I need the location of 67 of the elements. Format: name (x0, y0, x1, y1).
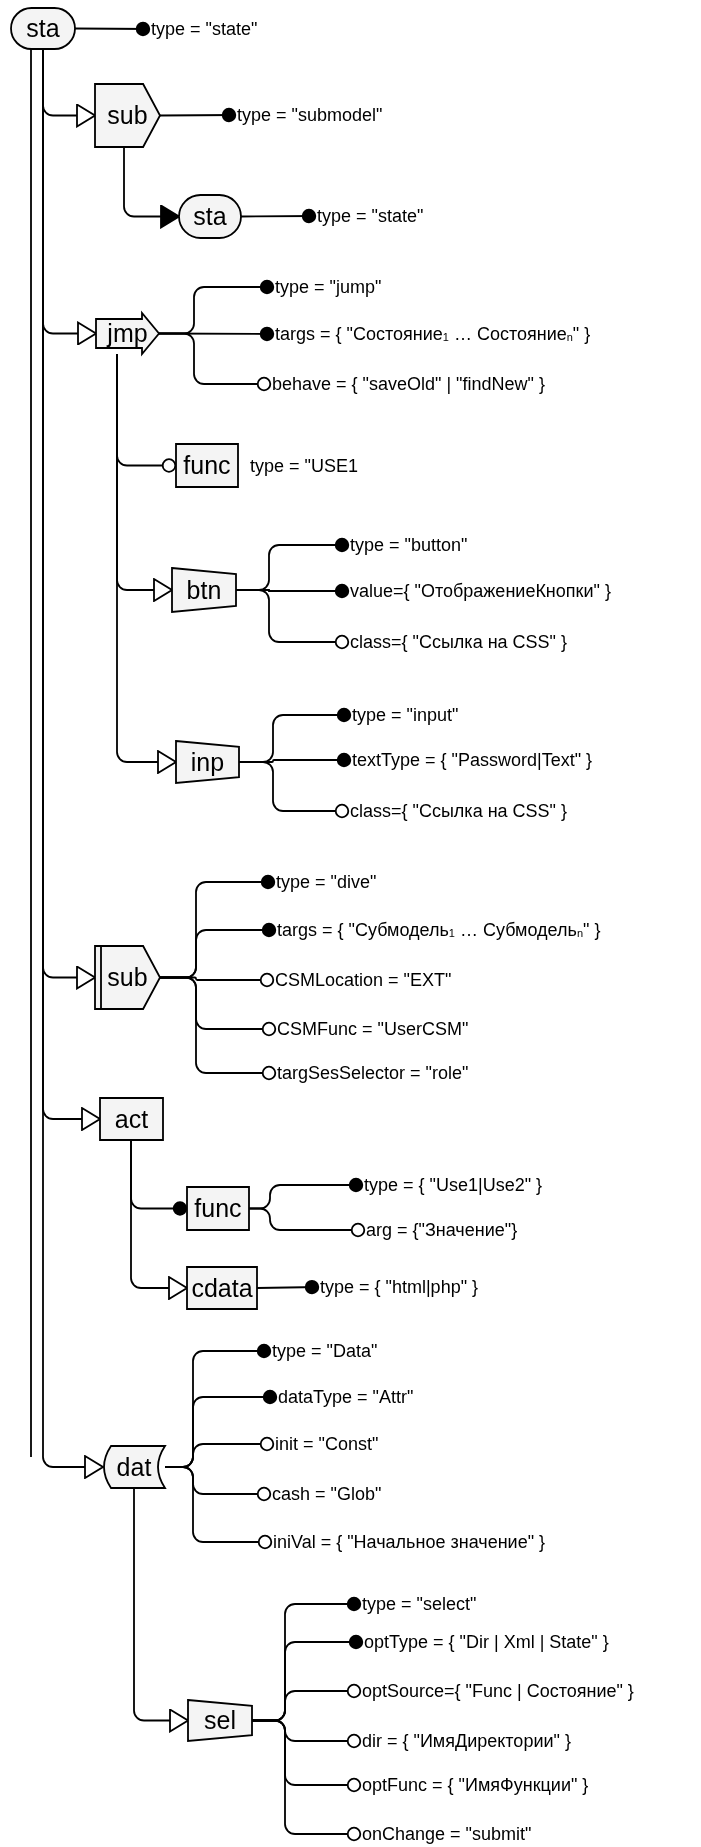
node-label: func (182, 450, 232, 481)
trapezoid-node (188, 1700, 252, 1741)
node-label: func (193, 1193, 243, 1224)
curved-side-node (103, 1446, 165, 1488)
attribute-text: textType = { "Password|Text" } (352, 749, 593, 771)
node-label: inp (189, 746, 226, 778)
node-label: sta (192, 201, 228, 232)
attribute-text: optSource={ "Func | Состояние" } (362, 1680, 634, 1702)
attribute-text: cash = "Glob" (272, 1483, 382, 1505)
connector (251, 1719, 362, 1842)
attribute-text: type = { "Use1|Use2" } (364, 1174, 543, 1196)
connector (74, 21, 151, 37)
connector (240, 208, 317, 224)
attribute-text: type = { "html|php" } (320, 1276, 479, 1298)
attribute-text: CSMFunc = "UserCSM" (277, 1018, 469, 1040)
node-label: sta (25, 13, 61, 44)
node-label: act (113, 1103, 150, 1135)
attribute-text: CSMLocation = "EXT" (275, 969, 452, 991)
node-label: sel (203, 1705, 237, 1736)
attribute-text: iniVal = { "Начальное значение" } (273, 1531, 546, 1553)
attribute-text: type = "submodel" (237, 104, 383, 126)
state-pill (11, 8, 75, 49)
node-label: jmp (105, 318, 149, 349)
attribute-text: dir = { "ИмяДиректории" } (362, 1730, 571, 1752)
node-label: cdata (190, 1272, 254, 1304)
state-pill (179, 195, 241, 238)
connector (235, 589, 350, 650)
attribute-text: type = "state" (151, 18, 258, 40)
connector (159, 976, 277, 1081)
attribute-text: arg = {"Значение"} (366, 1219, 518, 1241)
attribute-text: optFunc = { "ИмяФункции" } (362, 1774, 589, 1796)
node-label: dat (115, 1451, 153, 1483)
attribute-text: type = "select" (362, 1593, 477, 1615)
pentagon-node (95, 84, 160, 147)
connector (133, 1487, 189, 1733)
attribute-text: targSesSelector = "role" (277, 1062, 469, 1084)
attribute-text: type = "button" (350, 534, 468, 556)
trapezoid-node (172, 568, 236, 612)
rect-node (187, 1187, 249, 1230)
connector (130, 1139, 188, 1300)
node-label: btn (185, 574, 223, 606)
trapezoid-node (176, 741, 239, 783)
attribute-text: type = "state" (317, 205, 424, 227)
attribute-text: optType = { "Dir | Xml | State" } (364, 1631, 609, 1653)
connector (158, 332, 272, 392)
connector (159, 107, 237, 123)
connector (164, 1466, 273, 1550)
attribute-text: dataType = "Attr" (278, 1386, 414, 1408)
attribute-text: init = "Const" (275, 1433, 379, 1455)
attribute-text: class={ "Ссылка на CSS" } (350, 631, 567, 653)
attribute-text: type = "dive" (276, 871, 377, 893)
node-label: sub (106, 100, 149, 131)
double-bar-pentagon-node (95, 946, 160, 1009)
connector (123, 146, 180, 229)
attribute-text: type = "input" (352, 704, 459, 726)
attribute-text: behave = { "saveOld" | "findNew" } (272, 373, 545, 395)
attribute-text: class={ "Ссылка на CSS" } (350, 800, 567, 822)
connector (238, 761, 350, 819)
beside-text: type = "USE1 (250, 454, 358, 477)
block-arrow-node (96, 313, 159, 354)
attribute-text: onChange = "submit" (362, 1823, 532, 1845)
attribute-text: type = "jump" (275, 276, 382, 298)
attribute-text: value={ "ОтображениеКнопки" } (350, 580, 611, 602)
node-label: sub (106, 962, 149, 993)
rect-node (100, 1098, 163, 1140)
rect-node (176, 444, 238, 487)
attribute-text: type = "Data" (272, 1340, 378, 1362)
